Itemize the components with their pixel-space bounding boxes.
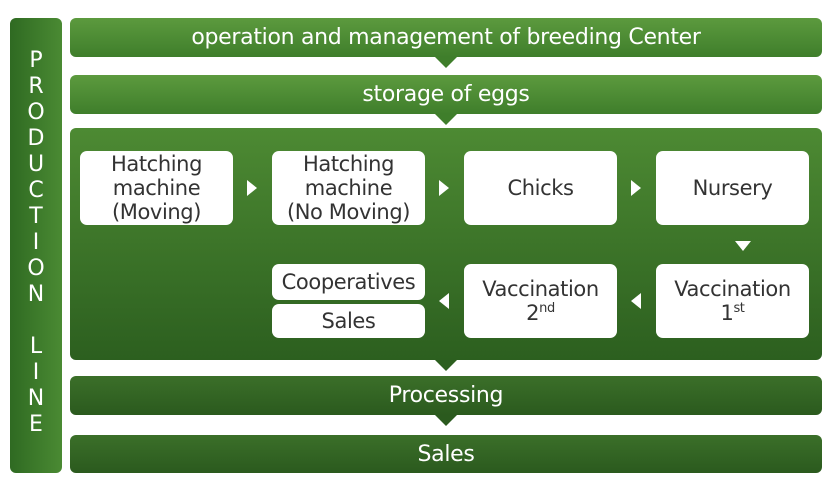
side-letter: N: [27, 386, 45, 411]
side-letter: T: [29, 204, 43, 229]
processing-band: Processing: [70, 376, 822, 415]
side-letter: E: [29, 412, 43, 437]
sales-box: Sales: [272, 304, 425, 338]
box-line: Hatching: [110, 152, 203, 176]
down-arrow-icon: [435, 360, 457, 371]
side-letter: I: [32, 360, 40, 385]
side-letter: O: [27, 256, 45, 281]
down-arrow-icon: [435, 415, 457, 426]
production-line-label: P R O D U C T I O N L I N E: [10, 18, 62, 473]
chicks-label: Chicks: [507, 176, 574, 200]
box-line: (No Moving): [286, 200, 411, 224]
right-arrow-icon: [439, 180, 449, 196]
sales-band-text: Sales: [417, 441, 475, 467]
nursery-label: Nursery: [692, 176, 773, 200]
cooperatives-label: Cooperatives: [281, 270, 416, 294]
side-letter: U: [27, 152, 45, 177]
sales-band: Sales: [70, 435, 822, 473]
side-letter: N: [27, 282, 45, 307]
down-arrow-icon: [435, 114, 457, 125]
breeding-center-band: operation and management of breeding Cen…: [70, 18, 822, 57]
down-arrow-icon: [735, 241, 751, 251]
right-arrow-icon: [247, 180, 257, 196]
storage-of-eggs-text: storage of eggs: [362, 82, 530, 107]
storage-of-eggs-band: storage of eggs: [70, 75, 822, 114]
side-letter: D: [27, 126, 45, 151]
right-arrow-icon: [631, 180, 641, 196]
breeding-center-text: operation and management of breeding Cen…: [191, 25, 701, 50]
hatching-machine-moving-box: Hatching machine (Moving): [80, 151, 233, 225]
side-letter: O: [27, 100, 45, 125]
side-letter: I: [32, 230, 40, 255]
ordinal-suffix: nd: [539, 301, 555, 316]
side-letter: C: [28, 178, 44, 203]
left-arrow-icon: [439, 293, 449, 309]
vaccination-number: 1: [720, 301, 734, 325]
down-arrow-icon: [435, 57, 457, 68]
box-line: machine: [112, 176, 201, 200]
ordinal-suffix: st: [733, 301, 745, 316]
vaccination-label: Vaccination: [482, 277, 599, 301]
vaccination-first-box: Vaccination 1st: [656, 264, 809, 338]
vaccination-number: 2: [526, 301, 540, 325]
side-letter: R: [28, 74, 44, 99]
processing-text: Processing: [388, 383, 504, 408]
box-line: machine: [304, 176, 393, 200]
hatching-machine-no-moving-box: Hatching machine (No Moving): [272, 151, 425, 225]
side-letter: L: [29, 334, 43, 359]
sales-label: Sales: [321, 309, 376, 333]
box-line: Hatching: [302, 152, 395, 176]
left-arrow-icon: [631, 293, 641, 309]
nursery-box: Nursery: [656, 151, 809, 225]
cooperatives-box: Cooperatives: [272, 264, 425, 300]
side-letter: P: [29, 48, 43, 73]
chicks-box: Chicks: [464, 151, 617, 225]
vaccination-second-box: Vaccination 2nd: [464, 264, 617, 338]
vaccination-label: Vaccination: [674, 277, 791, 301]
box-line: (Moving): [111, 200, 202, 224]
